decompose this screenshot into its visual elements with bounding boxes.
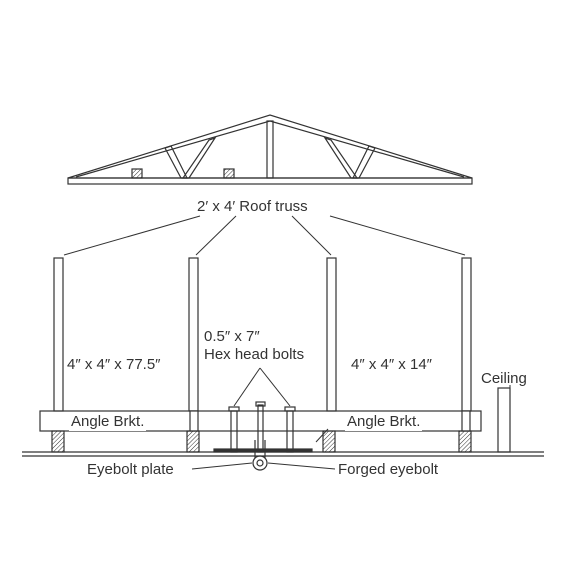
eyebolt-assembly [213,401,313,471]
forged-eyebolt-label: Forged eyebolt [338,461,439,478]
truss-king-post [266,120,274,179]
forged-eyebolt-ring [252,455,268,471]
bolt-leader-left [233,367,261,407]
forged-eyebolt-hole [256,459,264,467]
truss-leader-2 [195,215,237,256]
block-2 [186,430,200,453]
angle-bracket-right-label: Angle Brkt. [345,413,423,431]
post-3 [326,257,337,412]
truss-block-mid [223,168,235,179]
post-right-label: 4″ x 4″ x 14″ [351,356,432,373]
block-1 [51,430,65,453]
block-3 [322,430,336,453]
angle-bracket-left-label: Angle Brkt. [69,413,147,431]
truss-bottom-chord [67,177,473,185]
truss-web-right-2 [323,136,359,179]
truss-web-right-1 [352,145,376,179]
beam [39,410,482,432]
post-4 [461,257,472,412]
hex-bolt-right-head [284,406,296,412]
hex-bolt-center-head [255,401,266,407]
post-2 [188,257,199,412]
truss-leader-1 [63,215,201,256]
truss-outline [67,114,473,179]
truss-leader-4 [329,215,466,256]
post-1 [53,257,64,412]
post-right-leader [315,428,329,443]
truss-leaders [63,215,466,256]
post-left-label: 4″ x 4″ x 77.5″ [67,356,161,373]
truss-block-left [131,168,143,179]
truss-web-left-2 [181,136,217,179]
angle-brackets [189,410,471,432]
angle-bracket-1 [189,410,199,432]
roof-truss [67,114,473,185]
ceiling-label: Ceiling [481,370,527,387]
forged-eyebolt-leader [267,462,336,470]
bolt-leaders [233,367,291,407]
bolts-label-line1: 0.5″ x 7″ [204,328,260,345]
eyebolt-plate-leader [191,462,253,470]
block-ceiling [497,387,511,453]
angle-bracket-2 [461,410,471,432]
hex-bolt-left-head [228,406,240,412]
truss-label: 2′ x 4′ Roof truss [197,198,308,215]
posts [53,257,472,412]
bolt-leader-right [259,367,291,407]
hex-bolt-center [257,404,264,453]
bolts-label-line2: Hex head bolts [204,346,305,363]
block-4 [458,430,472,453]
truss-leader-3 [291,215,332,256]
eyebolt-plate-label: Eyebolt plate [87,461,174,478]
